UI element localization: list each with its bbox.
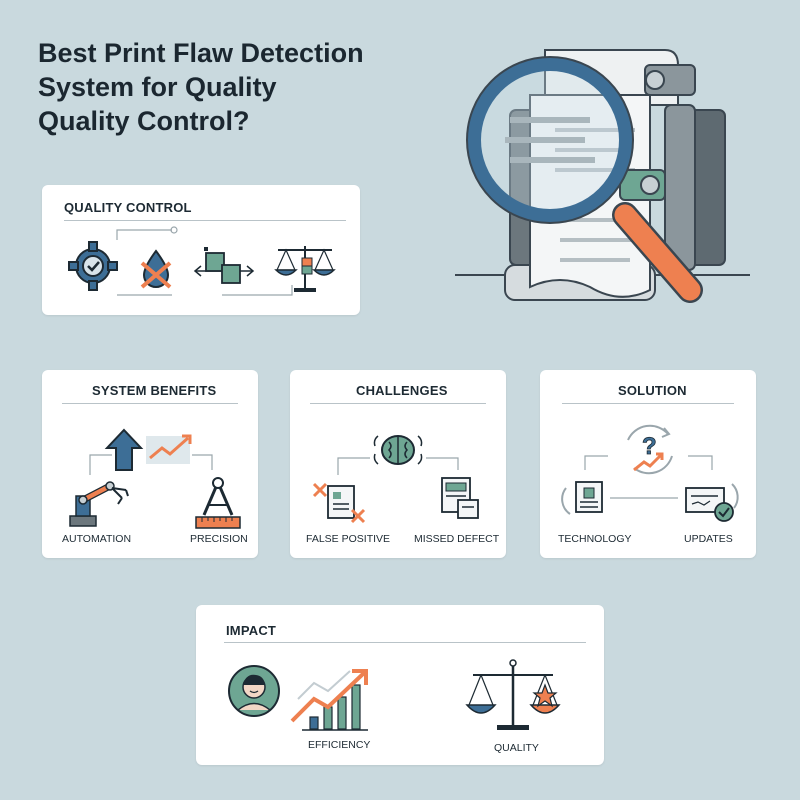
robot-arm-icon xyxy=(69,481,129,527)
technology-label: TECHNOLOGY xyxy=(558,533,632,545)
quality-scale-icon xyxy=(465,659,561,730)
challenges-connectors xyxy=(337,457,459,475)
solution-card: SOLUTION ? TECHNOLOGY UPDATES xyxy=(540,370,756,558)
updates-label: UPDATES xyxy=(684,533,733,545)
solution-divider xyxy=(562,403,734,404)
automation-label: AUTOMATION xyxy=(62,533,132,545)
quality-control-card: QUALITY CONTROL xyxy=(42,185,360,315)
transfer-arrows-icon xyxy=(193,247,255,284)
title-line-1: Best Print Flaw Detection xyxy=(38,38,364,68)
quality-label: QUALITY xyxy=(494,742,539,754)
svg-text:?: ? xyxy=(642,433,657,460)
title-line-2: System for Quality xyxy=(38,72,277,102)
system-benefits-connectors xyxy=(89,454,213,475)
document-cross-icon xyxy=(312,482,366,524)
system-benefits-divider xyxy=(62,403,238,404)
quality-control-heading: QUALITY CONTROL xyxy=(64,200,192,215)
solution-connectors xyxy=(584,455,713,499)
growth-chart-icon xyxy=(290,669,368,731)
page-title: Best Print Flaw Detection System for Qua… xyxy=(38,36,418,138)
challenges-heading: CHALLENGES xyxy=(356,383,448,398)
update-check-icon xyxy=(685,483,739,522)
missed-defect-label: MISSED DEFECT xyxy=(414,533,500,545)
false-positive-label: FALSE POSITIVE xyxy=(306,533,391,545)
print-inspection-illustration xyxy=(455,49,750,303)
trend-chart-icon xyxy=(146,434,192,464)
impact-card: IMPACT EFFICIENCY QUALITY xyxy=(196,605,604,765)
challenges-card: CHALLENGES FALSE POSITIVE MISSED DEFECT xyxy=(290,370,506,558)
efficiency-label: EFFICIENCY xyxy=(308,739,371,751)
document-missing-icon xyxy=(441,477,479,519)
compass-ruler-icon xyxy=(195,477,241,529)
question-cycle-icon: ? xyxy=(627,424,673,475)
quality-control-divider xyxy=(64,220,346,221)
precision-label: PRECISION xyxy=(190,533,248,545)
solution-heading: SOLUTION xyxy=(618,383,687,398)
system-benefits-card: SYSTEM BENEFITS AUTOMATION PRECISION xyxy=(42,370,258,558)
system-benefits-heading: SYSTEM BENEFITS xyxy=(92,383,217,398)
balance-scale-icon xyxy=(274,246,336,292)
drop-cross-icon xyxy=(140,249,172,289)
tech-document-icon xyxy=(561,481,603,515)
impact-heading: IMPACT xyxy=(226,623,277,638)
gear-check-icon xyxy=(68,241,118,291)
quality-control-connectors xyxy=(116,226,293,296)
challenges-divider xyxy=(310,403,486,404)
brain-icon xyxy=(373,435,423,465)
up-arrow-icon xyxy=(104,428,144,471)
title-line-3: Quality Control? xyxy=(38,106,250,136)
avatar-icon xyxy=(228,665,280,717)
impact-divider xyxy=(224,642,586,643)
